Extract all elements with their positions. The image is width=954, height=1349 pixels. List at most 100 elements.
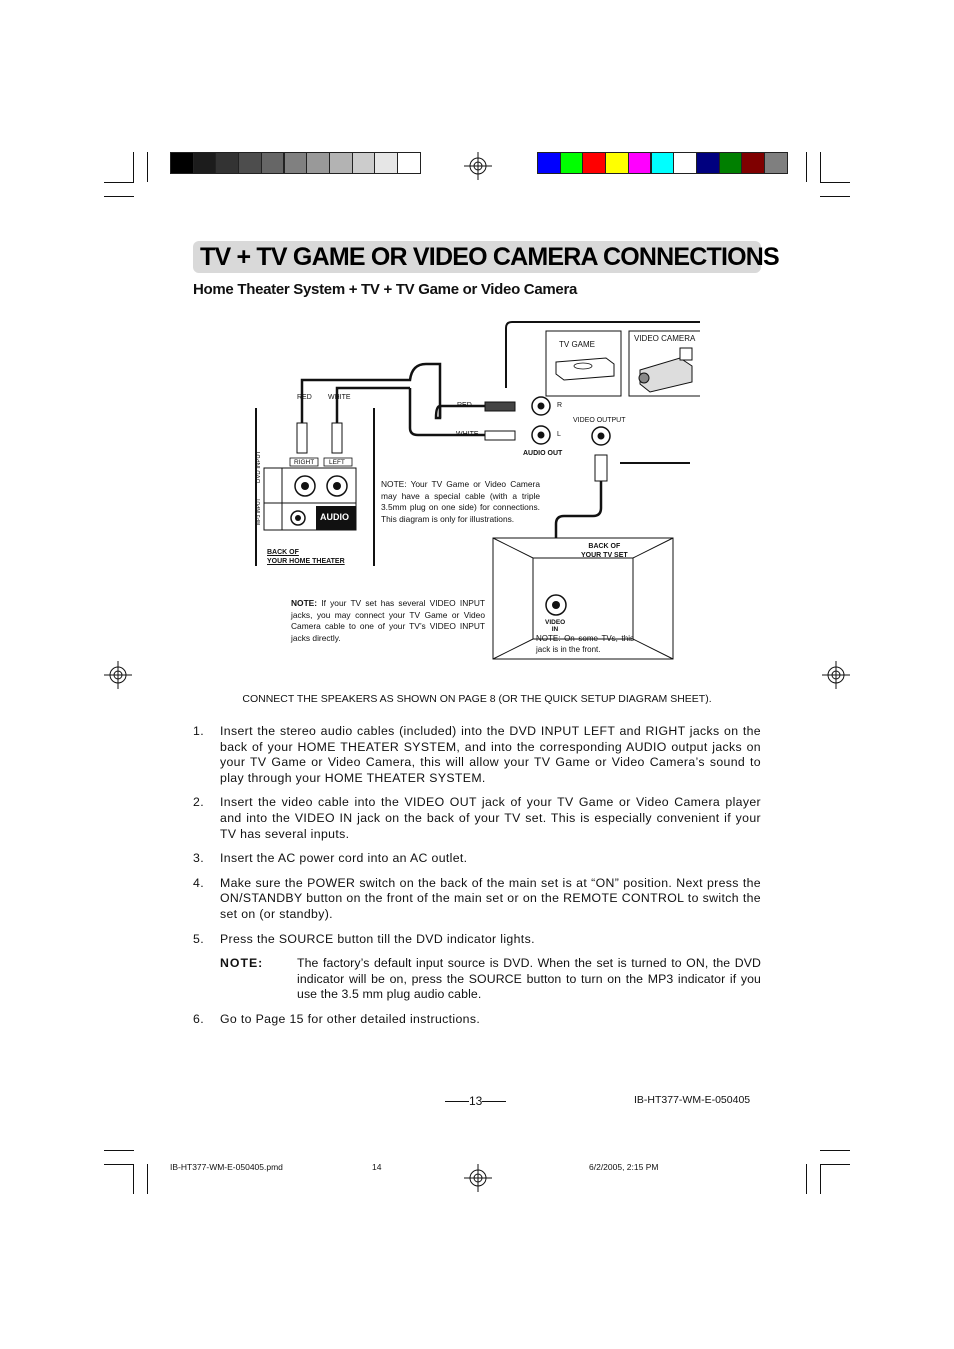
color-swatch <box>374 152 398 174</box>
crop-mark <box>820 182 850 183</box>
crop-mark <box>104 182 134 183</box>
color-swatch <box>192 152 217 174</box>
back-of-tv-line1: BACK OF <box>588 543 621 550</box>
r-label: R <box>557 402 563 409</box>
red-label: RED <box>297 394 312 401</box>
front-jack-note: NOTE: On some TVs, this jack is in the f… <box>536 634 634 654</box>
color-swatch <box>260 152 285 174</box>
step-number: 2. <box>193 795 204 810</box>
step-text: Make sure the POWER switch on the back o… <box>220 875 761 921</box>
page-subtitle: Home Theater System + TV + TV Game or Vi… <box>193 281 578 298</box>
crop-mark <box>133 152 134 182</box>
audio-label: AUDIO <box>320 512 349 522</box>
registration-mark-icon <box>104 661 132 689</box>
instruction-list: 1. Insert the stereo audio cables (includ… <box>193 724 761 1037</box>
crop-mark <box>147 1164 148 1194</box>
step-number: 1. <box>193 724 204 738</box>
l-label: L <box>557 431 561 438</box>
color-swatch <box>605 152 629 174</box>
video-camera-label: VIDEO CAMERA <box>634 334 696 343</box>
white-label-2: WHITE <box>456 431 479 438</box>
color-swatch <box>283 152 308 174</box>
white-label: WHITE <box>328 394 351 401</box>
back-of-label-line2: YOUR HOME THEATER <box>267 558 345 565</box>
step-text: Press the SOURCE button till the DVD ind… <box>220 931 535 946</box>
red-label-2: RED <box>457 402 472 409</box>
tv-input-note-text: If your TV set has several VIDEO INPUT j… <box>291 598 485 643</box>
color-swatch <box>559 152 584 174</box>
list-item: 3. Insert the AC power cord into an AC ou… <box>193 851 761 867</box>
step-text: Go to Page 15 for other detailed instruc… <box>220 1011 481 1026</box>
color-swatch <box>537 152 561 174</box>
step-number: 4. <box>193 875 204 890</box>
back-of-home-theater-label: BACK OF YOUR HOME THEATER <box>267 548 345 566</box>
crop-mark <box>820 1164 821 1194</box>
source-note: NOTE: The factory’s default input source … <box>220 956 761 1003</box>
video-in-line1: VIDEO <box>545 619 566 626</box>
page-title: TV + TV GAME OR VIDEO CAMERA CONNECTIONS <box>200 243 780 271</box>
step-number: 3. <box>193 851 204 866</box>
crop-mark <box>820 1150 850 1151</box>
video-in-line2: IN <box>551 626 559 633</box>
back-of-tv-label: BACK OF YOUR TV SET <box>581 542 628 560</box>
list-item: 1. Insert the stereo audio cables (includ… <box>193 724 761 786</box>
left-label: LEFT <box>329 459 345 466</box>
step-number: 5. <box>193 931 204 946</box>
list-item: 2. Insert the video cable into the VIDEO … <box>193 795 761 842</box>
connection-diagram <box>255 321 700 660</box>
back-of-label-line1: BACK OF <box>267 549 299 556</box>
crop-mark <box>820 1164 850 1165</box>
crop-mark <box>104 1150 134 1151</box>
color-swatch <box>170 152 194 174</box>
audio-out-label: AUDIO OUT <box>523 450 563 457</box>
video-output-label: VIDEO OUTPUT <box>573 417 626 424</box>
footer-page: 14 <box>372 1162 382 1172</box>
step-number: 6. <box>193 1011 204 1026</box>
color-swatch <box>764 152 788 174</box>
list-item: 5. Press the SOURCE button till the DVD i… <box>193 932 761 948</box>
page-number: 13 <box>445 1094 507 1108</box>
color-swatch <box>650 152 675 174</box>
color-swatch <box>351 152 376 174</box>
cable-note: NOTE: Your TV Game or Video Camera may h… <box>381 479 540 524</box>
step-text: Insert the AC power cord into an AC outl… <box>220 851 468 866</box>
footer-datetime: 6/2/2005, 2:15 PM <box>589 1162 659 1172</box>
color-swatch <box>695 152 720 174</box>
right-label: RIGHT <box>294 459 315 466</box>
footer-file: IB-HT377-WM-E-050405.pmd <box>170 1162 283 1172</box>
color-swatch <box>215 152 240 174</box>
connect-speakers-note: CONNECT THE SPEAKERS AS SHOWN ON PAGE 8 … <box>242 693 712 705</box>
back-of-tv-line2: YOUR TV SET <box>581 552 628 559</box>
crop-mark <box>806 152 807 182</box>
color-swatch <box>397 152 421 174</box>
color-swatch <box>328 152 353 174</box>
mp3-input-label: MP3 INPUT <box>256 498 262 525</box>
color-swatch <box>627 152 652 174</box>
step-text: Insert the stereo audio cables (included… <box>220 724 761 785</box>
document-code: IB-HT377-WM-E-050405 <box>634 1094 751 1106</box>
color-swatch <box>582 152 607 174</box>
crop-mark <box>820 152 821 182</box>
crop-mark <box>147 152 148 182</box>
color-swatch <box>718 152 743 174</box>
crop-mark <box>806 1164 807 1194</box>
video-camera-icon <box>638 347 693 393</box>
color-swatch <box>306 152 330 174</box>
tv-game-label: TV GAME <box>559 340 596 349</box>
crop-mark <box>104 196 134 197</box>
title-banner <box>193 241 761 273</box>
tv-input-note: NOTE: If your TV set has several VIDEO I… <box>291 598 485 644</box>
color-swatch <box>673 152 697 174</box>
tv-input-note-label: NOTE: <box>291 598 318 608</box>
registration-mark-icon <box>464 152 492 180</box>
source-note-label: NOTE: <box>220 956 264 971</box>
page-number-text: 13 <box>469 1094 483 1108</box>
color-swatch <box>238 152 262 174</box>
source-note-text: The factory’s default input source is DV… <box>297 956 761 1002</box>
step-text: Insert the video cable into the VIDEO OU… <box>220 795 761 841</box>
list-item: 6. Go to Page 15 for other detailed instr… <box>193 1012 761 1028</box>
crop-mark <box>104 1164 134 1165</box>
crop-mark <box>820 196 850 197</box>
list-item: 4. Make sure the POWER switch on the back… <box>193 876 761 923</box>
registration-mark-icon <box>822 661 850 689</box>
